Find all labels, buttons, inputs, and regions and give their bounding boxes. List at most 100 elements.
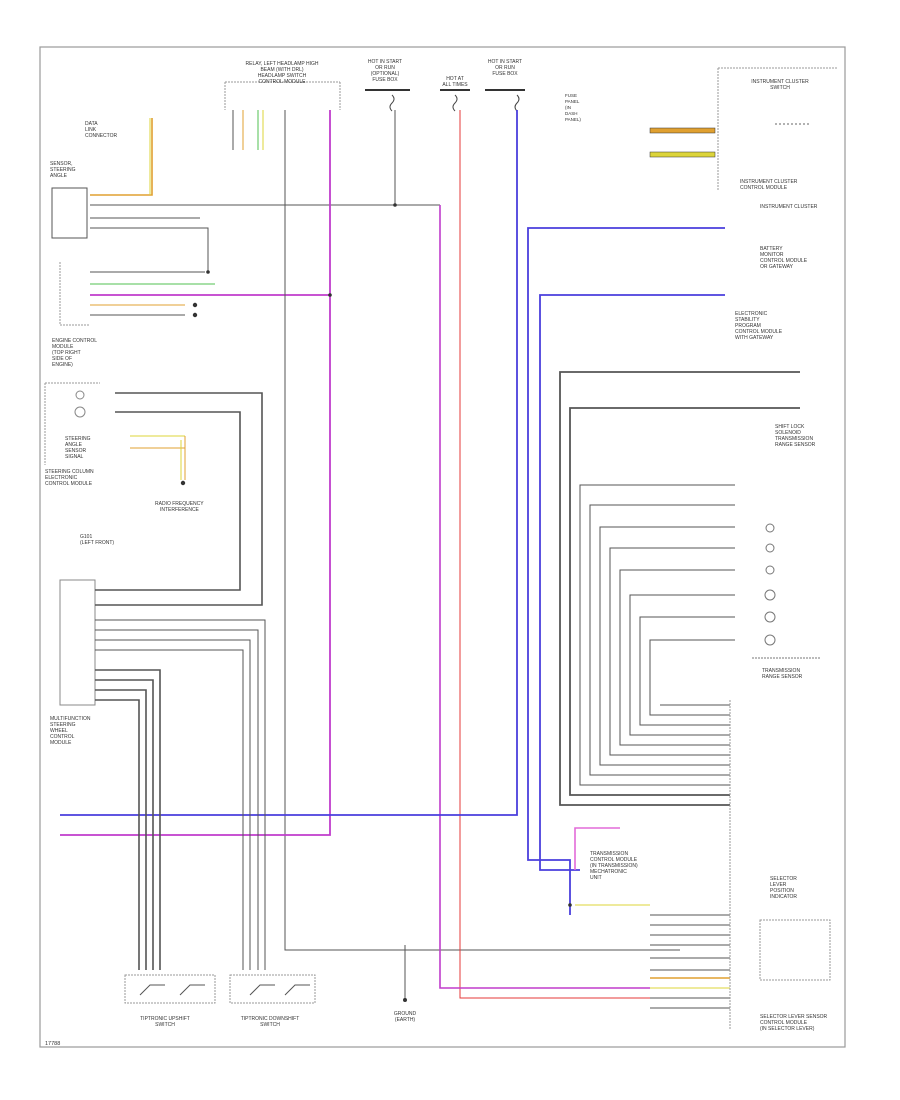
fuses bbox=[389, 94, 520, 112]
r3-1: SOLENOID bbox=[775, 430, 801, 436]
mfsw-3: CONTROL bbox=[50, 734, 75, 740]
selector-2: POSITION bbox=[770, 888, 794, 894]
bottom-switches: TIPTRONIC UPSHIFT SWITCH TIPTRONIC DOWNS… bbox=[124, 974, 417, 1028]
steering-column-module: STEERING ANGLE SENSOR SIGNAL STEERING CO… bbox=[44, 382, 204, 546]
ground-note-0: G101 bbox=[80, 534, 92, 540]
fuse-note-3: DASH bbox=[565, 111, 578, 116]
instrument-cluster-box: INSTRUMENT CLUSTER SWITCH INSTRUMENT CLU… bbox=[649, 67, 838, 210]
ground-0: GROUND bbox=[394, 1011, 417, 1017]
engine-control-module: ENGINE CONTROL MODULE (TOP RIGHT SIDE OF… bbox=[52, 262, 97, 368]
range-sensor-contacts bbox=[764, 523, 776, 646]
top-center-label-1: BEAM (WITH DRL) bbox=[260, 67, 303, 73]
selector-0: SELECTOR bbox=[770, 876, 797, 882]
ecm-1: MODULE bbox=[52, 344, 74, 350]
ecm-3: SIDE OF bbox=[52, 356, 72, 362]
ign-2-label-1: ALL TIMES bbox=[442, 82, 468, 88]
selector-sensor-2: (IN SELECTOR LEVER) bbox=[760, 1026, 815, 1032]
mfsw-4: MODULE bbox=[50, 740, 72, 746]
ign-3-label-0: HOT IN START bbox=[488, 59, 522, 65]
top-center-label-3: CONTROL MODULE bbox=[258, 79, 306, 85]
downshift-1: SWITCH bbox=[260, 1022, 280, 1028]
r3-3: RANGE SENSOR bbox=[775, 442, 816, 448]
inst-cluster-label: INSTRUMENT CLUSTER bbox=[760, 204, 818, 210]
fuse-note-2: (IN bbox=[565, 105, 571, 110]
selector-1: LEVER bbox=[770, 882, 787, 888]
left-sensor-0: SENSOR, bbox=[50, 161, 73, 167]
data-link-0: DATA bbox=[85, 121, 98, 127]
wires bbox=[60, 110, 800, 1009]
ecm-4: ENGINE) bbox=[52, 362, 73, 368]
ground-note-1: (LEFT FRONT) bbox=[80, 540, 114, 546]
ign-1-label-3: FUSE BOX bbox=[372, 77, 398, 83]
tcm-2: (IN TRANSMISSION) bbox=[590, 863, 638, 869]
r2-4: WITH GATEWAY bbox=[735, 335, 774, 341]
right-labels: BATTERY MONITOR CONTROL MODULE OR GATEWA… bbox=[735, 246, 820, 680]
r1-3: OR GATEWAY bbox=[760, 264, 794, 270]
selector-sensor-0: SELECTOR LEVER SENSOR bbox=[760, 1014, 828, 1020]
left-sensor-2: ANGLE bbox=[50, 173, 68, 179]
data-link-1: LINK bbox=[85, 127, 97, 133]
upshift-0: TIPTRONIC UPSHIFT bbox=[140, 1016, 190, 1022]
connector-dots bbox=[180, 203, 572, 1002]
r1-1: MONITOR bbox=[760, 252, 784, 258]
selector-3: INDICATOR bbox=[770, 894, 797, 900]
steer-sig-3: SIGNAL bbox=[65, 454, 84, 460]
inst-switch-1: SWITCH bbox=[770, 85, 790, 91]
r2-3: CONTROL MODULE bbox=[735, 329, 783, 335]
steer-sig-0: STEERING bbox=[65, 436, 91, 442]
ground-1: (EARTH) bbox=[395, 1017, 416, 1023]
diagram-border bbox=[39, 46, 846, 1048]
ign-3-label-1: OR RUN bbox=[495, 65, 515, 71]
ecm-0: ENGINE CONTROL bbox=[52, 338, 97, 344]
mfsw-1: STEERING bbox=[50, 722, 76, 728]
r1-0: BATTERY bbox=[760, 246, 783, 252]
r3-2: TRANSMISSION bbox=[775, 436, 813, 442]
tcm-0: TRANSMISSION bbox=[590, 851, 628, 857]
fuse-note-4: PANEL) bbox=[565, 117, 581, 122]
fuse-panel-note: FUSE PANEL (IN DASH PANEL) bbox=[565, 93, 581, 122]
r1-2: CONTROL MODULE bbox=[760, 258, 808, 264]
top-center-label-0: RELAY, LEFT HEADLAMP HIGH bbox=[246, 61, 319, 67]
steer-col-1: ELECTRONIC bbox=[45, 475, 78, 481]
left-sensor-module: SENSOR, STEERING ANGLE DATA LINK CONNECT… bbox=[50, 121, 118, 239]
tcm-1: CONTROL MODULE bbox=[590, 857, 638, 863]
inst-switch-0: INSTRUMENT CLUSTER bbox=[751, 79, 809, 85]
ign-1-label-0: HOT IN START bbox=[368, 59, 402, 65]
ecm-2: (TOP RIGHT bbox=[52, 350, 81, 356]
selector-sensor-1: CONTROL MODULE bbox=[760, 1020, 808, 1026]
ign-relay-1: HOT IN START OR RUN (OPTIONAL) FUSE BOX bbox=[365, 59, 410, 91]
ign-relay-3: HOT IN START OR RUN FUSE BOX bbox=[485, 59, 525, 91]
tcm-3: MECHATRONIC bbox=[590, 869, 627, 875]
transmission-control-module: TRANSMISSION CONTROL MODULE (IN TRANSMIS… bbox=[590, 700, 831, 1032]
steer-sig-2: SENSOR bbox=[65, 448, 87, 454]
upshift-1: SWITCH bbox=[155, 1022, 175, 1028]
mfsw-2: WHEEL bbox=[50, 728, 68, 734]
data-link-2: CONNECTOR bbox=[85, 133, 118, 139]
fuse-note-0: FUSE bbox=[565, 93, 577, 98]
inst-lower-0: INSTRUMENT CLUSTER bbox=[740, 179, 798, 185]
mfsw-0: MULTIFUNCTION bbox=[50, 716, 91, 722]
trans-range-1: RANGE SENSOR bbox=[762, 674, 803, 680]
tcm-4: UNIT bbox=[590, 875, 602, 881]
ign-2-label-0: HOT AT bbox=[446, 76, 464, 82]
multifunction-module: MULTIFUNCTION STEERING WHEEL CONTROL MOD… bbox=[50, 579, 96, 746]
headlamp-switch-control-module: RELAY, LEFT HEADLAMP HIGH BEAM (WITH DRL… bbox=[224, 61, 341, 110]
rfi-1: INTERFERENCE bbox=[160, 507, 200, 513]
r3-0: SHIFT LOCK bbox=[775, 424, 805, 430]
inst-lower-1: CONTROL MODULE bbox=[740, 185, 788, 191]
downshift-0: TIPTRONIC DOWNSHIFT bbox=[241, 1016, 300, 1022]
steer-col-0: STEERING COLUMN bbox=[45, 469, 94, 475]
left-sensor-1: STEERING bbox=[50, 167, 76, 173]
steer-col-2: CONTROL MODULE bbox=[45, 481, 93, 487]
top-center-label-2: HEADLAMP SWITCH bbox=[258, 73, 307, 79]
ign-3-label-2: FUSE BOX bbox=[492, 71, 518, 77]
rfi-0: RADIO FREQUENCY bbox=[155, 501, 204, 507]
r2-1: STABILITY bbox=[735, 317, 760, 323]
fuse-note-1: PANEL bbox=[565, 99, 580, 104]
ign-relay-2: HOT AT ALL TIMES bbox=[440, 76, 470, 91]
r2-2: PROGRAM bbox=[735, 323, 761, 329]
ref-code: 17788 bbox=[45, 1041, 60, 1047]
steer-sig-1: ANGLE bbox=[65, 442, 83, 448]
ign-1-label-1: OR RUN bbox=[375, 65, 395, 71]
